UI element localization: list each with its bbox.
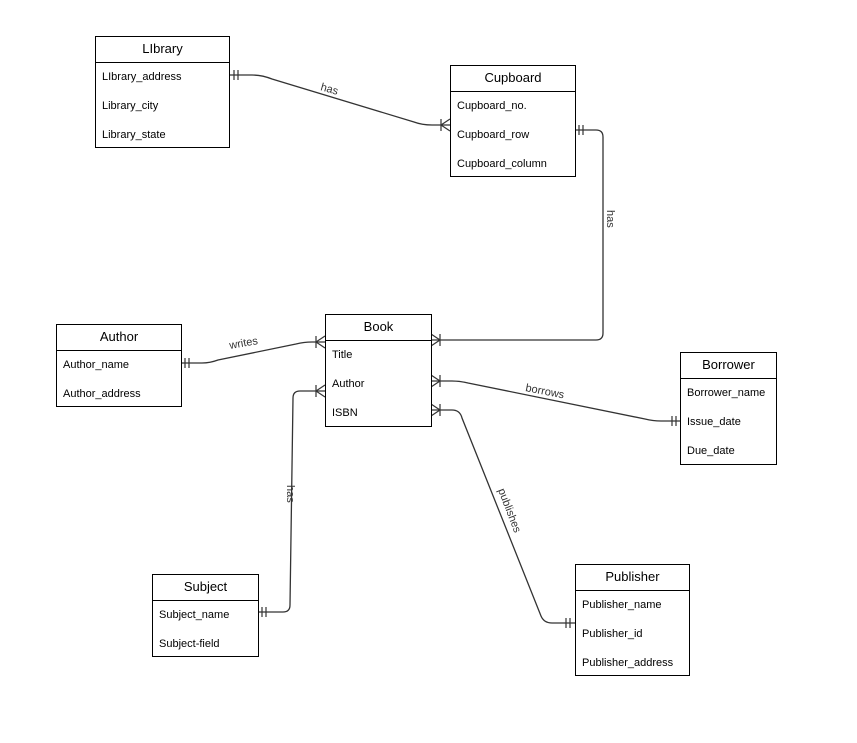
entity-title: Publisher	[576, 565, 689, 591]
relationship-label: has	[319, 81, 340, 98]
attribute-publisher-id: Publisher_id	[582, 628, 643, 640]
attribute-cupboard-row: Cupboard_row	[457, 129, 530, 141]
relationship-book-borrower[interactable]: borrows	[430, 374, 680, 426]
attribute-borrower-name: Borrower_name	[687, 387, 766, 399]
attribute-cupboard-column: Cupboard_column	[457, 158, 547, 170]
entity-title: LIbrary	[96, 37, 229, 63]
relationship-book-publisher[interactable]: publishes	[430, 403, 575, 628]
entity-publisher[interactable]: Publisher Publisher_name Publisher_id Pu…	[575, 564, 690, 676]
attribute-issue-date: Issue_date	[687, 416, 741, 428]
entity-title: Book	[326, 315, 431, 341]
attribute-title: Title	[332, 349, 353, 361]
entity-borrower[interactable]: Borrower Borrower_name Issue_date Due_da…	[680, 352, 777, 465]
attribute-subject-field: Subject-field	[159, 638, 220, 650]
relationship-subject-book[interactable]: has	[258, 384, 326, 617]
attribute-author-address: Author_address	[63, 388, 141, 400]
entity-title: Author	[57, 325, 181, 351]
attribute-library-address: LIbrary_address	[102, 71, 182, 83]
relationship-label: has	[604, 210, 616, 228]
relationship-author-book[interactable]: writes	[181, 335, 326, 368]
entity-title: Subject	[153, 575, 258, 601]
attribute-publisher-name: Publisher_name	[582, 599, 662, 611]
entity-author[interactable]: Author Author_name Author_address	[56, 324, 182, 407]
attribute-author: Author	[332, 378, 365, 390]
attribute-library-state: Library_state	[102, 129, 166, 141]
attribute-isbn: ISBN	[332, 407, 358, 419]
entity-title: Borrower	[681, 353, 776, 379]
attribute-due-date: Due_date	[687, 445, 735, 457]
entity-subject[interactable]: Subject Subject_name Subject-field	[152, 574, 259, 657]
relationship-label: writes	[227, 335, 259, 352]
attribute-subject-name: Subject_name	[159, 609, 230, 621]
entity-book[interactable]: Book Title Author ISBN	[325, 314, 432, 427]
attribute-library-city: Library_city	[102, 100, 159, 112]
attribute-author-name: Author_name	[63, 359, 130, 371]
relationship-label: has	[284, 485, 296, 503]
attribute-cupboard-no: Cupboard_no.	[457, 100, 527, 112]
entity-title: Cupboard	[451, 66, 575, 92]
relationship-library-cupboard[interactable]: has	[230, 70, 451, 132]
entity-cupboard[interactable]: Cupboard Cupboard_no. Cupboard_row Cupbo…	[450, 65, 576, 177]
entity-library[interactable]: LIbrary LIbrary_address Library_city Lib…	[95, 36, 230, 148]
relationship-cupboard-book[interactable]: has	[430, 125, 616, 347]
attribute-publisher-address: Publisher_address	[582, 657, 674, 669]
